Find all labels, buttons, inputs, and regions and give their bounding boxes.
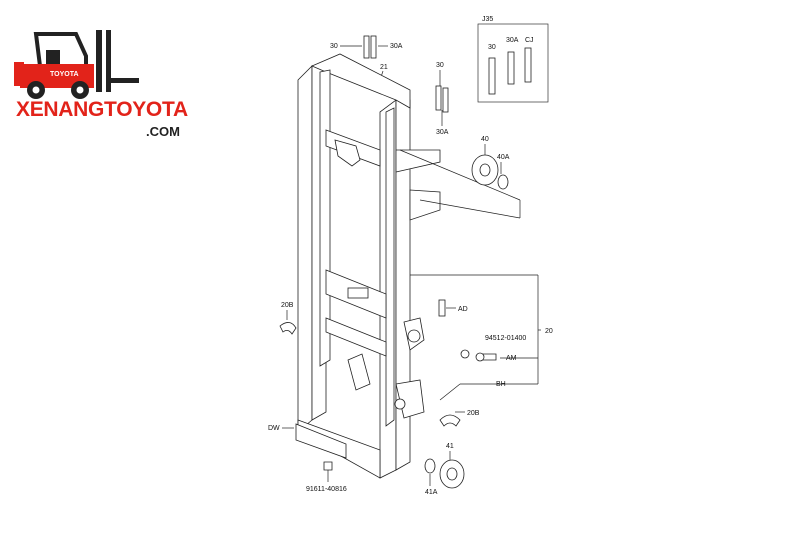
shim-30-mid xyxy=(435,85,442,111)
callout-41a: 41A xyxy=(425,489,438,496)
callout-bh: BH xyxy=(496,381,506,388)
callout-am: AM xyxy=(506,355,517,362)
callout-20b-left: 20B xyxy=(281,302,294,309)
washer-94512 xyxy=(460,349,470,359)
callout-30-mid: 30 xyxy=(436,62,444,69)
callout-j35-30a: 30A xyxy=(506,37,519,44)
callout-j35-cj: CJ xyxy=(525,37,534,44)
callout-40: 40 xyxy=(481,136,489,143)
callout-ad: AD xyxy=(458,306,468,313)
shim-30a-mid xyxy=(442,87,449,113)
forklift-icon: TOYOTA xyxy=(14,30,139,99)
outer-mast xyxy=(297,53,441,479)
callout-41: 41 xyxy=(446,443,454,450)
shim-41a xyxy=(424,458,436,474)
callout-dw: DW xyxy=(268,425,280,432)
shim-30a-top xyxy=(370,35,377,59)
shim-40a xyxy=(497,174,509,190)
grease-fitting-ad xyxy=(438,299,446,317)
callout-30a-mid: 30A xyxy=(436,129,449,136)
cover-plate-dw xyxy=(295,423,347,459)
shim-30-top xyxy=(363,35,370,59)
callout-20: 20 xyxy=(545,328,553,335)
callout-94512-01400: 94512-01400 xyxy=(485,335,526,342)
callout-j35-30: 30 xyxy=(488,44,496,51)
callout-91611-40816: 91611-40816 xyxy=(306,486,347,493)
callout-j35: J35 xyxy=(482,16,493,23)
callout-21: 21 xyxy=(380,64,388,71)
callout-30a-top: 30A xyxy=(390,43,403,50)
shim-20b-left xyxy=(279,322,297,335)
logo-domain-text: .COM xyxy=(146,124,180,139)
j35-inset-box xyxy=(477,23,549,103)
logo-badge: TOYOTA xyxy=(50,71,79,78)
shim-20b-right xyxy=(439,414,461,427)
callout-30-top: 30 xyxy=(330,43,338,50)
j35-shims xyxy=(488,47,532,95)
callout-40a: 40A xyxy=(497,154,510,161)
callout-20b-right: 20B xyxy=(467,410,480,417)
logo-brand-text: XENANGTOYOTA xyxy=(16,98,188,121)
bolt-91611 xyxy=(323,461,333,471)
brand-logo: TOYOTA xyxy=(14,26,199,146)
